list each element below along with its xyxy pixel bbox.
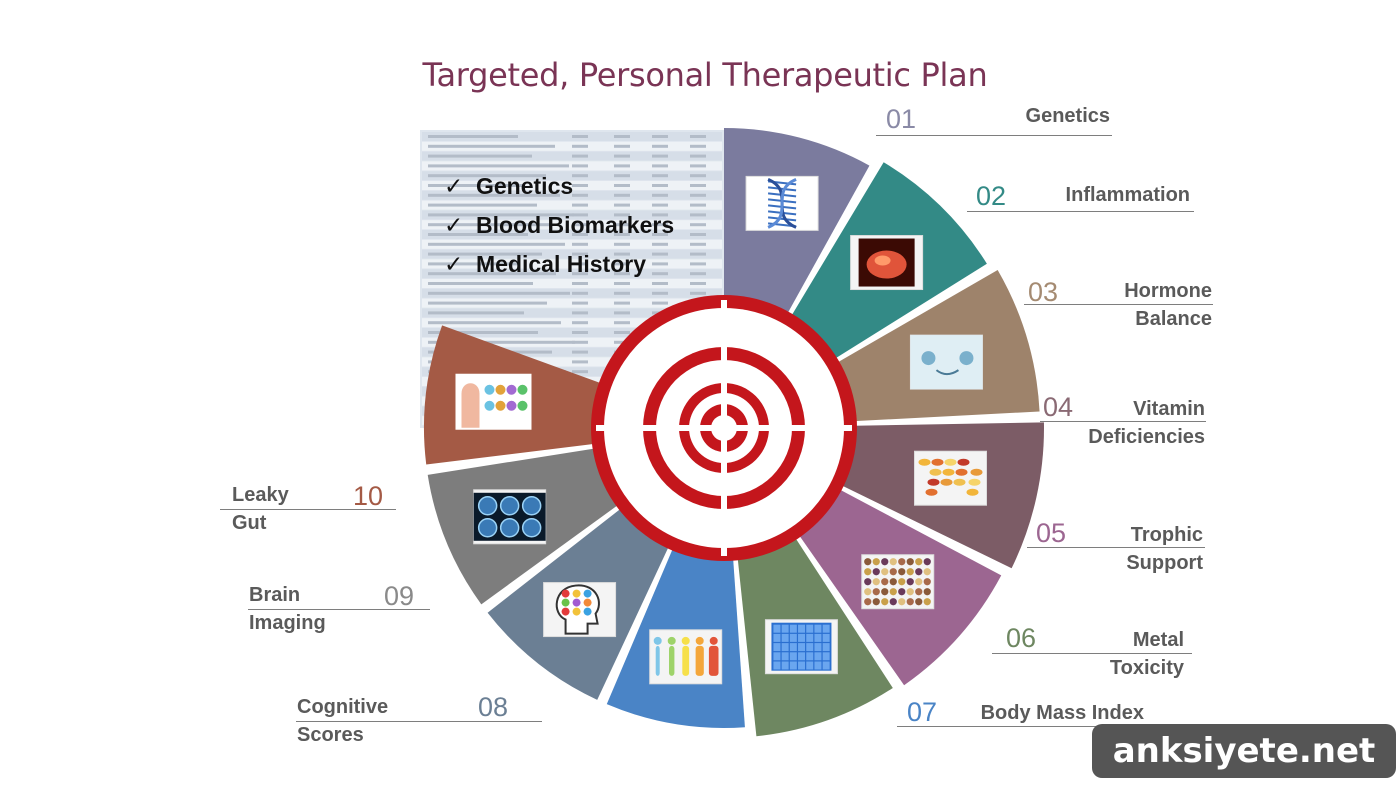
brain-scan-icon: [473, 489, 547, 545]
segment-number: 07: [907, 697, 938, 727]
segment-title: Leaky Gut: [232, 484, 289, 534]
check-icon: ✓: [444, 212, 464, 238]
vitamin-pills-icon: [914, 450, 988, 506]
segment-title: Vitamin Deficiencies: [1088, 398, 1205, 448]
segment-number: 04: [1043, 392, 1074, 422]
segment-title: Metal Toxicity: [1109, 629, 1184, 679]
check-icon: ✓: [444, 173, 464, 199]
segment-number: 05: [1036, 518, 1067, 548]
dna-icon: [745, 175, 819, 231]
segment-number: 08: [478, 692, 509, 722]
segment-number: 03: [1028, 277, 1059, 307]
trophic-grid-icon: [861, 554, 935, 610]
checklist-item-genetics: ✓Genetics: [444, 173, 574, 199]
segment-number: 01: [886, 104, 917, 134]
segment-number: 09: [384, 581, 415, 611]
segment-title: Cognitive Scores: [297, 696, 389, 746]
segment-number: 02: [976, 181, 1007, 211]
watermark: anksiyete.net: [1092, 724, 1396, 778]
inflamed-stomach-icon: [850, 235, 924, 291]
segment-title: Trophic Support: [1126, 524, 1203, 574]
checklist-item-blood-biomarkers: ✓Blood Biomarkers: [444, 212, 675, 238]
segment-number: 06: [1006, 623, 1037, 653]
gut-cells-icon: [455, 373, 532, 430]
page-title: Targeted, Personal Therapeutic Plan: [422, 56, 988, 94]
body-silhouettes-icon: [649, 629, 723, 685]
checklist-item-medical-history: ✓Medical History: [444, 251, 646, 277]
hormone-molecule-icon: [909, 334, 983, 390]
segment-title: Hormone Balance: [1124, 280, 1212, 330]
segment-title: Brain Imaging: [249, 584, 326, 634]
target-icon: [591, 295, 857, 561]
segment-title: Genetics: [1025, 105, 1110, 127]
brain-head-icon: [543, 582, 617, 638]
segment-title: Inflammation: [1065, 184, 1190, 206]
segment-number: 10: [353, 481, 384, 511]
periodic-table-icon: [764, 619, 838, 675]
check-icon: ✓: [444, 251, 464, 277]
segment-icons: [455, 175, 988, 685]
